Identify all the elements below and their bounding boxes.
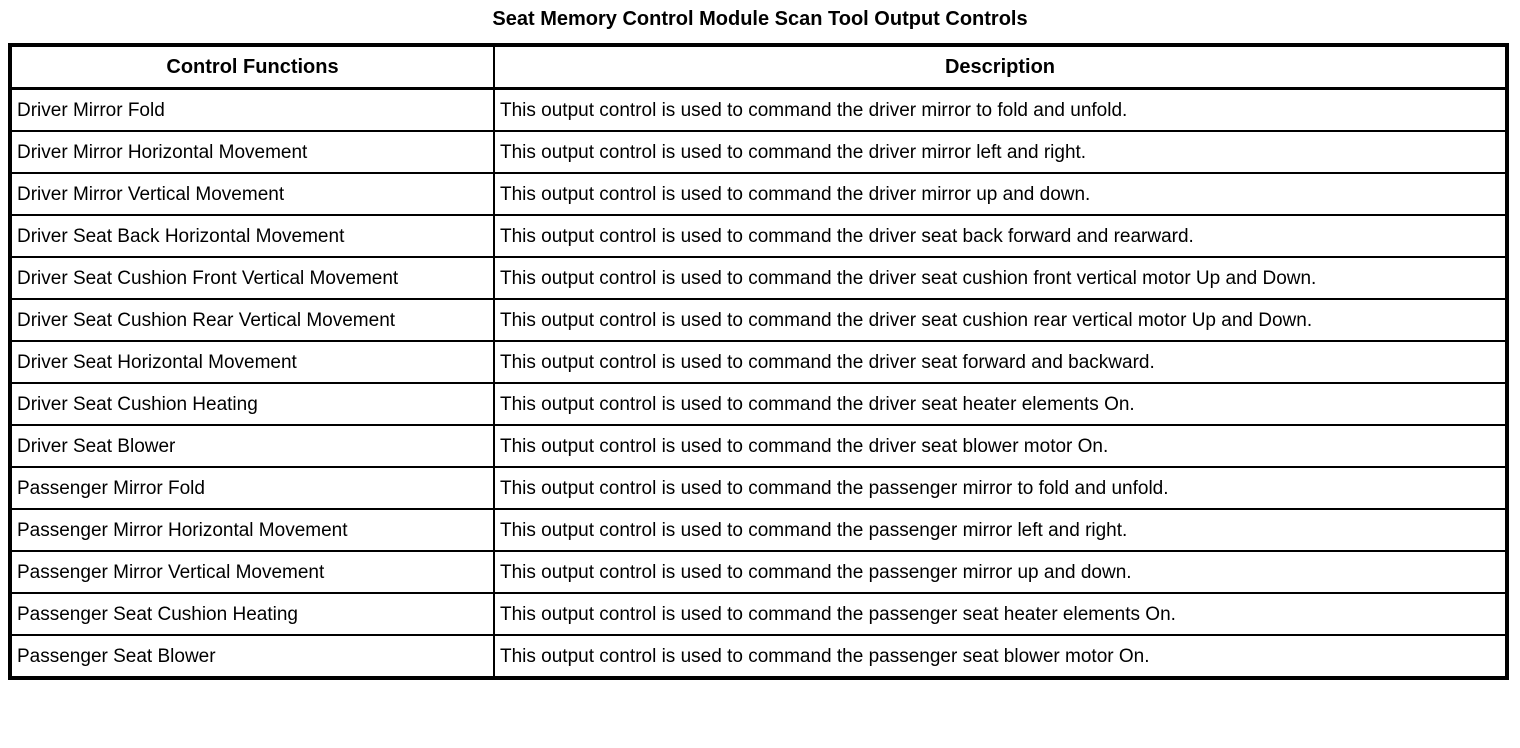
control-function-cell: Passenger Seat Blower — [9, 634, 495, 679]
column-header-control-functions: Control Functions — [9, 44, 495, 90]
description-cell: This output control is used to command t… — [493, 550, 1508, 594]
description-cell: This output control is used to command t… — [493, 298, 1508, 342]
control-function-cell: Passenger Seat Cushion Heating — [9, 592, 495, 636]
description-cell: This output control is used to command t… — [493, 87, 1508, 132]
description-cell: This output control is used to command t… — [493, 130, 1508, 174]
description-cell: This output control is used to command t… — [493, 172, 1508, 216]
control-function-cell: Driver Seat Cushion Rear Vertical Moveme… — [9, 298, 495, 342]
description-cell: This output control is used to command t… — [493, 340, 1508, 384]
description-cell: This output control is used to command t… — [493, 424, 1508, 468]
control-function-cell: Driver Mirror Vertical Movement — [9, 172, 495, 216]
table-row: Driver Seat Cushion Front Vertical Movem… — [9, 256, 1508, 300]
table-header-row: Control Functions Description — [9, 44, 1508, 90]
control-function-cell: Passenger Mirror Vertical Movement — [9, 550, 495, 594]
description-cell: This output control is used to command t… — [493, 256, 1508, 300]
control-function-cell: Driver Mirror Fold — [9, 87, 495, 132]
control-function-cell: Driver Mirror Horizontal Movement — [9, 130, 495, 174]
description-cell: This output control is used to command t… — [493, 214, 1508, 258]
control-function-cell: Driver Seat Cushion Heating — [9, 382, 495, 426]
control-function-cell: Driver Seat Back Horizontal Movement — [9, 214, 495, 258]
control-function-cell: Driver Seat Horizontal Movement — [9, 340, 495, 384]
control-function-cell: Driver Seat Cushion Front Vertical Movem… — [9, 256, 495, 300]
page-title: Seat Memory Control Module Scan Tool Out… — [492, 8, 1028, 30]
description-cell: This output control is used to command t… — [493, 382, 1508, 426]
description-cell: This output control is used to command t… — [493, 466, 1508, 510]
description-cell: This output control is used to command t… — [493, 634, 1508, 679]
table-row: Driver Seat Cushion Rear Vertical Moveme… — [9, 298, 1508, 342]
control-function-cell: Passenger Mirror Fold — [9, 466, 495, 510]
description-cell: This output control is used to command t… — [493, 592, 1508, 636]
output-controls-table: Control Functions Description Driver Mir… — [8, 43, 1509, 680]
control-function-cell: Passenger Mirror Horizontal Movement — [9, 508, 495, 552]
description-cell: This output control is used to command t… — [493, 508, 1508, 552]
column-header-description: Description — [493, 44, 1508, 90]
control-function-cell: Driver Seat Blower — [9, 424, 495, 468]
